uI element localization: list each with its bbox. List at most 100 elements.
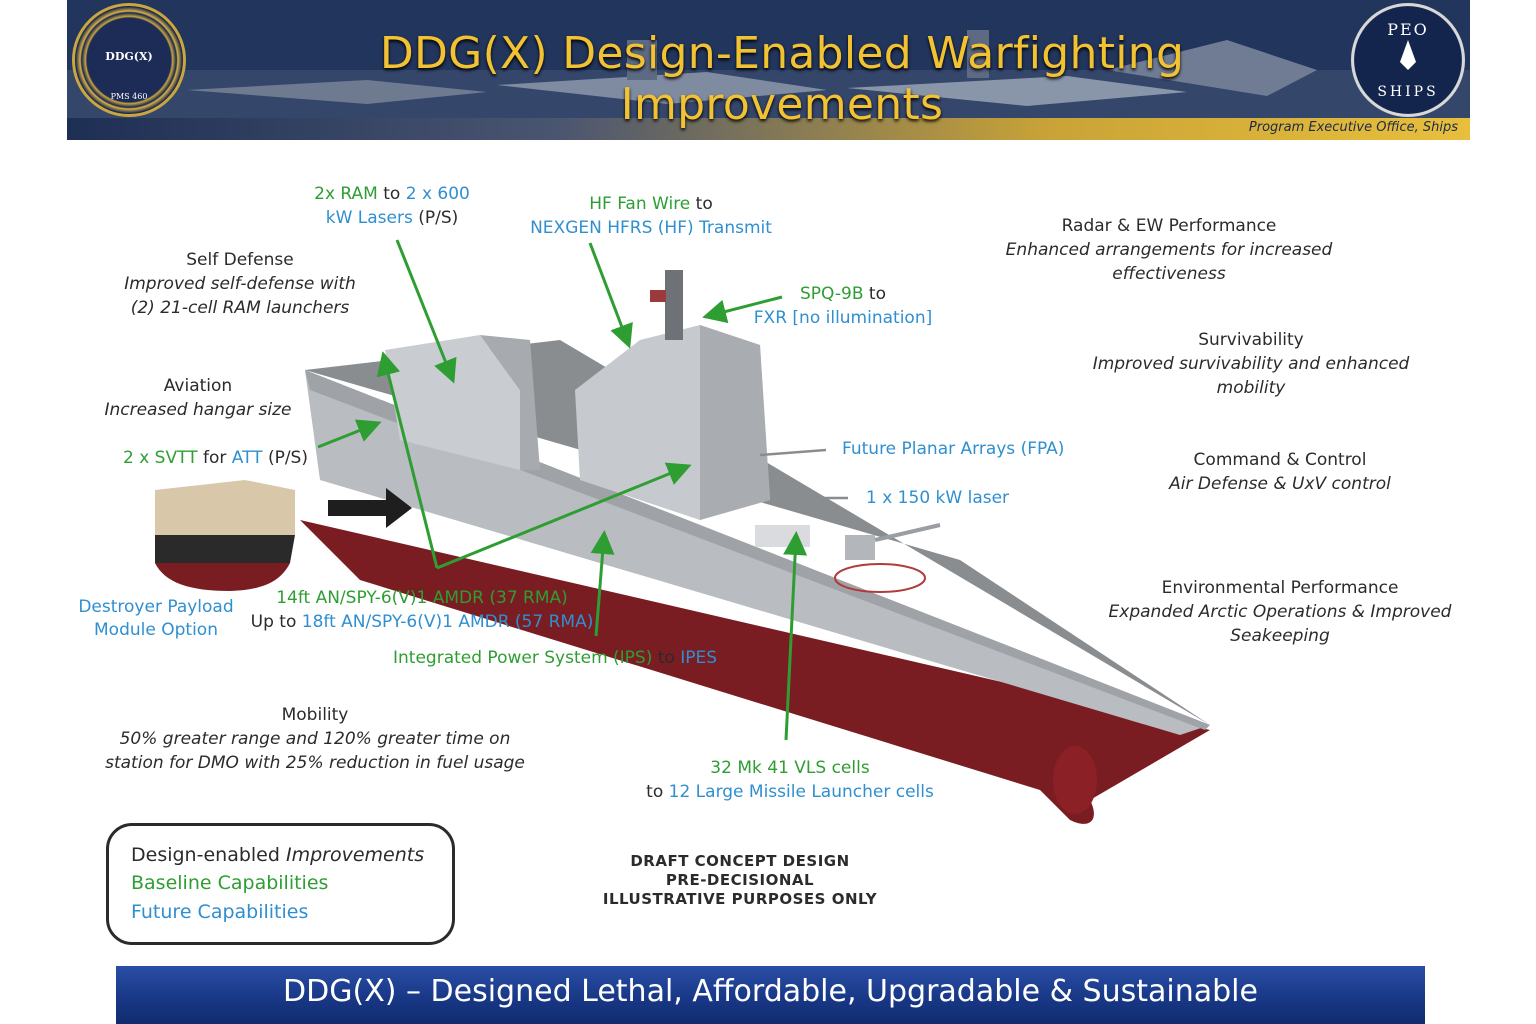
improvement-desc: Enhanced arrangements for increased	[1005, 240, 1333, 260]
baseline-text: 2 x SVTT	[123, 448, 198, 468]
connector-text: to	[646, 782, 669, 802]
page-title: DDG(X) Design-Enabled Warfighting Improv…	[379, 28, 1185, 130]
legend-box: Design-enabled Improvements Baseline Cap…	[106, 823, 455, 945]
connector-text: (P/S)	[412, 208, 459, 228]
future-text: IPES	[680, 648, 718, 668]
future-text: 12 Large Missile Launcher cells	[668, 782, 934, 802]
baseline-text: 14ft AN/SPY-6(V)1 AMDR (37 RMA)	[276, 588, 568, 608]
footer-tagline: DDG(X) – Designed Lethal, Affordable, Up…	[283, 974, 1258, 1009]
hf-callout: HF Fan Wire to NEXGEN HFRS (HF) Transmit	[520, 192, 782, 240]
connector-text: to	[377, 184, 406, 204]
survivability-block: Survivability Improved survivability and…	[1060, 328, 1442, 400]
future-text: kW Lasers	[325, 208, 413, 228]
future-text: 2 x 600	[405, 184, 470, 204]
improvement-desc: 50% greater range and 120% greater time …	[119, 729, 511, 749]
peo-ships-logo: PEO SHIPS	[1351, 3, 1465, 117]
improvement-title: Environmental Performance	[1161, 578, 1399, 598]
payload-callout: Destroyer Payload Module Option	[70, 596, 242, 642]
improvement-desc: (2) 21-cell RAM launchers	[130, 298, 350, 318]
draft-line: DRAFT CONCEPT DESIGN	[630, 852, 850, 870]
aviation-block: Aviation Increased hangar size	[98, 374, 298, 422]
payload-line: Destroyer Payload	[78, 597, 234, 617]
connector-text: Up to	[250, 612, 302, 632]
sail-icon	[1400, 40, 1416, 70]
hull-underbody	[300, 520, 1210, 824]
self-defense-block: Self Defense Improved self-defense with …	[110, 248, 370, 320]
legend-design-enabled: Design-enabled Improvements	[131, 844, 424, 866]
svtt-pointer	[317, 419, 382, 449]
peo-subtitle: Program Executive Office, Ships	[1248, 120, 1458, 135]
baseline-text: 2x RAM	[314, 184, 378, 204]
improvement-desc: Seakeeping	[1230, 626, 1330, 646]
vls-pointer	[783, 531, 808, 741]
connector-text: to	[652, 648, 681, 668]
deck-gun	[845, 535, 875, 560]
improvement-title: Radar & EW Performance	[1061, 216, 1277, 236]
legend-future: Future Capabilities	[131, 901, 309, 923]
improvement-title: Survivability	[1198, 330, 1304, 350]
spy-callout: 14ft AN/SPY-6(V)1 AMDR (37 RMA) Up to 18…	[246, 586, 598, 634]
future-text: FXR [no illumination]	[753, 308, 933, 328]
ship-illustration	[300, 270, 1210, 824]
radar-ew-block: Radar & EW Performance Enhanced arrangem…	[1005, 214, 1333, 286]
vls-callout: 32 Mk 41 VLS cells to 12 Large Missile L…	[640, 756, 940, 804]
command-control-block: Command & Control Air Defense & UxV cont…	[1160, 448, 1400, 496]
connector-text: to	[863, 284, 886, 304]
ips-pointer	[590, 530, 615, 637]
spq-callout: SPQ-9B to FXR [no illumination]	[740, 282, 946, 330]
improvement-desc: Improved self-defense with	[124, 274, 356, 294]
future-text: ATT	[231, 448, 263, 468]
ips-callout: Integrated Power System (IPS) to IPES	[393, 646, 717, 670]
svtt-callout: 2 x SVTT for ATT (P/S)	[123, 446, 308, 470]
seal-text: PMS 460	[110, 92, 148, 101]
banner-stripe	[67, 118, 1470, 140]
seal-text: PEO	[1387, 20, 1429, 39]
bulbous-bow	[1053, 746, 1097, 814]
spy-pointer-aft	[376, 351, 439, 569]
seal-text: DDG(X)	[105, 50, 153, 63]
improvement-desc: Increased hangar size	[104, 400, 292, 420]
improvement-desc: Expanded Arctic Operations & Improved	[1108, 602, 1452, 622]
fpa-pointer	[759, 448, 827, 457]
baseline-text: SPQ-9B	[800, 284, 864, 304]
improvement-desc: Improved survivability and enhanced mobi…	[1092, 354, 1410, 398]
seal-text: SHIPS	[1377, 84, 1439, 100]
spy-pointer-fwd	[436, 462, 692, 570]
improvement-title: Command & Control	[1193, 450, 1367, 470]
banner-ship-imagery	[67, 0, 1470, 118]
legend-text: Design-enabled	[131, 844, 286, 866]
header-banner: DDG(X) Design-Enabled Warfighting Improv…	[67, 0, 1470, 140]
footer-banner: DDG(X) – Designed Lethal, Affordable, Up…	[116, 966, 1425, 1024]
ddgx-seal-logo: DDG(X) PMS 460	[72, 3, 186, 117]
draft-line: PRE-DECISIONAL	[665, 871, 815, 889]
improvement-desc: Air Defense & UxV control	[1169, 474, 1391, 494]
mast	[665, 270, 683, 340]
improvement-desc: effectiveness	[1112, 264, 1226, 284]
baseline-text: 32 Mk 41 VLS cells	[710, 758, 870, 778]
mobility-block: Mobility 50% greater range and 120% grea…	[100, 703, 530, 775]
improvement-title: Self Defense	[186, 250, 294, 270]
connector-text: (P/S)	[262, 448, 308, 468]
future-text: 18ft AN/SPY-6(V)1 AMDR (57 RMA)	[301, 612, 594, 632]
improvement-title: Mobility	[281, 705, 349, 725]
improvement-title: Aviation	[163, 376, 233, 396]
flag	[650, 290, 666, 302]
legend-baseline: Baseline Capabilities	[131, 872, 329, 894]
payload-module-illustration	[155, 480, 295, 591]
future-text: NEXGEN HFRS (HF) Transmit	[530, 218, 772, 238]
ram-callout: 2x RAM to 2 x 600 kW Lasers (P/S)	[292, 182, 492, 230]
payload-line: Module Option	[94, 620, 218, 640]
connector-text: for	[197, 448, 232, 468]
draft-line: ILLUSTRATIVE PURPOSES ONLY	[602, 890, 878, 908]
ram-pointer	[395, 239, 457, 384]
environmental-block: Environmental Performance Expanded Arcti…	[1108, 576, 1452, 648]
right-arrow-icon	[328, 488, 412, 528]
draft-notice: DRAFT CONCEPT DESIGN PRE-DECISIONAL ILLU…	[590, 852, 890, 909]
legend-text: Improvements	[285, 844, 425, 866]
aft-superstructure	[385, 335, 520, 470]
baseline-text: HF Fan Wire	[589, 194, 691, 214]
baseline-text: Integrated Power System (IPS)	[393, 648, 653, 668]
hf-pointer	[588, 242, 633, 349]
improvement-desc: station for DMO with 25% reduction in fu…	[105, 753, 525, 773]
